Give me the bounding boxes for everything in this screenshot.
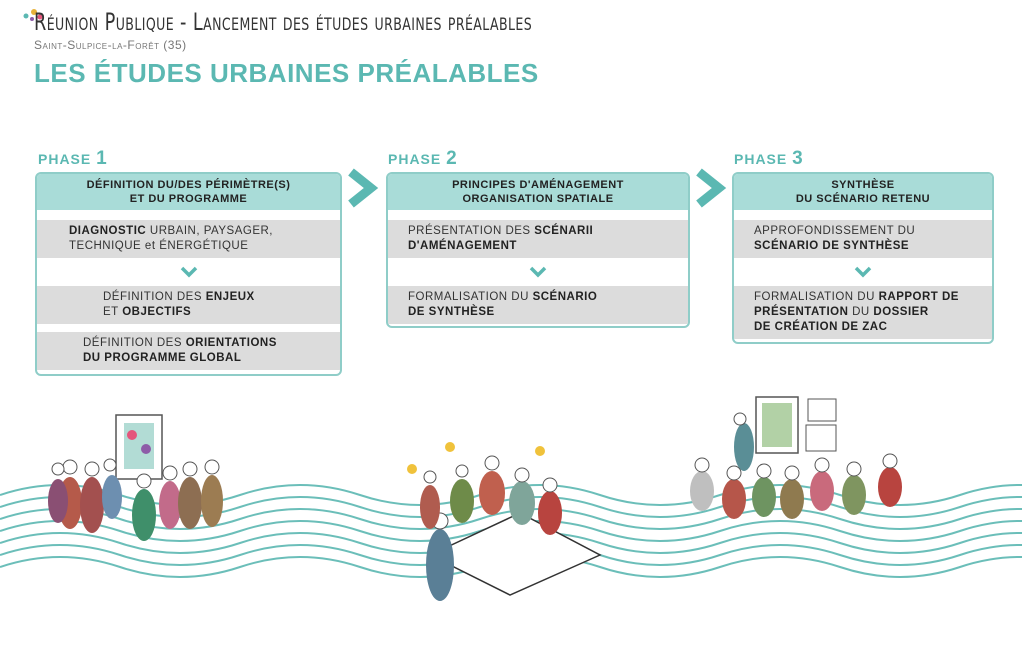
step-diagnostic: DIAGNOSTIC URBAIN, PAYSAGER, TECHNIQUE e… <box>37 220 340 258</box>
phase-word: PHASE <box>388 151 442 167</box>
phase-3-heading: SYNTHÈSE DU SCÉNARIO RETENU <box>734 174 992 212</box>
step-bold: DOSSIER <box>873 306 929 318</box>
phase-number: 1 <box>96 148 108 169</box>
phase-1-label: PHASE 1 <box>38 148 108 170</box>
location-subtitle: Saint-Sulpice-la-Forêt (35) <box>34 38 187 52</box>
logo-dots-icon <box>23 9 43 21</box>
group-3-people <box>690 396 902 519</box>
step-text: ET <box>103 306 123 318</box>
heading-line: DU SCÉNARIO RETENU <box>795 193 931 205</box>
step-bold: PRÉSENTATION <box>754 306 849 318</box>
chevron-down-icon <box>37 258 340 286</box>
phase-1-card: DÉFINITION DU/DES PÉRIMÈTRE(S) ET DU PRO… <box>35 172 342 376</box>
heading-line: DÉFINITION DU/DES PÉRIMÈTRE(S) <box>86 179 291 191</box>
step-bold: OBJECTIFS <box>122 306 192 318</box>
step-bold: SCÉNARII <box>534 225 594 237</box>
step-formalisation: FORMALISATION DU SCÉNARIO DE SYNTHÈSE <box>388 286 688 324</box>
chevron-right-icon <box>696 168 727 208</box>
step-rapport: FORMALISATION DU RAPPORT DE PRÉSENTATION… <box>734 286 992 339</box>
step-text: TECHNIQUE et ÉNERGÉTIQUE <box>69 240 249 252</box>
phase-number: 2 <box>446 148 458 169</box>
presentation-title: Réunion Publique - Lancement des études … <box>34 8 533 36</box>
step-bold: DE CRÉATION DE ZAC <box>754 321 888 333</box>
phase-1-heading: DÉFINITION DU/DES PÉRIMÈTRE(S) ET DU PRO… <box>37 174 340 212</box>
step-bold: SCÉNARIO DE SYNTHÈSE <box>754 240 910 252</box>
heading-line: ORGANISATION SPATIALE <box>462 193 614 205</box>
step-text: PRÉSENTATION DES <box>408 225 535 237</box>
page-title: LES ÉTUDES URBAINES PRÉALABLES <box>34 58 539 88</box>
step-orientations: DÉFINITION DES ORIENTATIONS DU PROGRAMME… <box>37 332 340 370</box>
phase-3-card: SYNTHÈSE DU SCÉNARIO RETENU APPROFONDISS… <box>732 172 994 344</box>
phase-2-label: PHASE 2 <box>388 148 458 170</box>
heading-line: ET DU PROGRAMME <box>129 193 248 205</box>
phase-3-label: PHASE 3 <box>734 148 804 170</box>
step-text: FORMALISATION DU <box>754 291 879 303</box>
step-text: APPROFONDISSEMENT DU <box>754 225 916 237</box>
phase-number: 3 <box>792 148 804 169</box>
step-enjeux: DÉFINITION DES ENJEUX ET OBJECTIFS <box>37 286 340 324</box>
heading-line: SYNTHÈSE <box>831 179 895 191</box>
phase-2-card: PRINCIPES D'AMÉNAGEMENT ORGANISATION SPA… <box>386 172 690 328</box>
meeting-illustration <box>0 396 1022 601</box>
step-text: URBAIN, PAYSAGER, <box>146 225 273 237</box>
step-bold: SCÉNARIO <box>532 291 598 303</box>
step-bold: DE SYNTHÈSE <box>408 306 495 318</box>
step-bold: ORIENTATIONS <box>185 337 277 349</box>
heading-line: PRINCIPES D'AMÉNAGEMENT <box>452 179 624 191</box>
step-scenarii: PRÉSENTATION DES SCÉNARII D'AMÉNAGEMENT <box>388 220 688 258</box>
step-text: DU <box>848 306 874 318</box>
step-text: DÉFINITION DES <box>83 337 186 349</box>
step-bold: DIAGNOSTIC <box>69 225 147 237</box>
group-2-people <box>407 442 602 601</box>
step-bold: RAPPORT DE <box>878 291 959 303</box>
chevron-down-icon <box>388 258 688 286</box>
step-approfondissement: APPROFONDISSEMENT DU SCÉNARIO DE SYNTHÈS… <box>734 220 992 258</box>
step-bold: ENJEUX <box>205 291 255 303</box>
chevron-right-icon <box>348 168 379 208</box>
phase-2-heading: PRINCIPES D'AMÉNAGEMENT ORGANISATION SPA… <box>388 174 688 212</box>
step-bold: DU PROGRAMME GLOBAL <box>83 352 242 364</box>
phase-word: PHASE <box>734 151 788 167</box>
group-1-people <box>48 414 223 541</box>
step-text: FORMALISATION DU <box>408 291 533 303</box>
step-bold: D'AMÉNAGEMENT <box>408 240 517 252</box>
step-text: DÉFINITION DES <box>103 291 206 303</box>
phase-word: PHASE <box>38 151 92 167</box>
chevron-down-icon <box>734 258 992 286</box>
